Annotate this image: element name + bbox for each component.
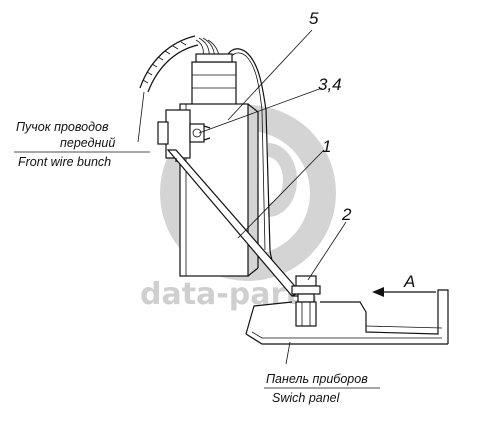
callout-1: 1 [322, 137, 331, 156]
connector-block [191, 53, 237, 108]
front-bunch-ru-line1: Пучок проводов [16, 120, 109, 134]
front-bunch-ru-line2: передний [60, 136, 115, 150]
leader-5 [227, 29, 313, 121]
callout-3-4: 3,4 [318, 75, 342, 94]
switch-panel [245, 289, 449, 345]
view-arrow [372, 287, 436, 297]
leader-2 [307, 221, 347, 281]
front-wire-bunch [139, 35, 220, 93]
leader-1 [237, 149, 325, 239]
front-bunch-en: Front wire bunch [18, 155, 111, 169]
panel-en: Swich panel [272, 391, 341, 405]
callout-2: 2 [341, 205, 352, 224]
panel-ru: Панель приборов [266, 372, 368, 386]
leader-34 [198, 87, 323, 134]
bolt-assembly [291, 275, 321, 327]
callout-5: 5 [309, 9, 319, 28]
view-arrow-label: A [403, 272, 415, 291]
panel-leader [285, 341, 291, 365]
front-bunch-leader [137, 91, 145, 143]
